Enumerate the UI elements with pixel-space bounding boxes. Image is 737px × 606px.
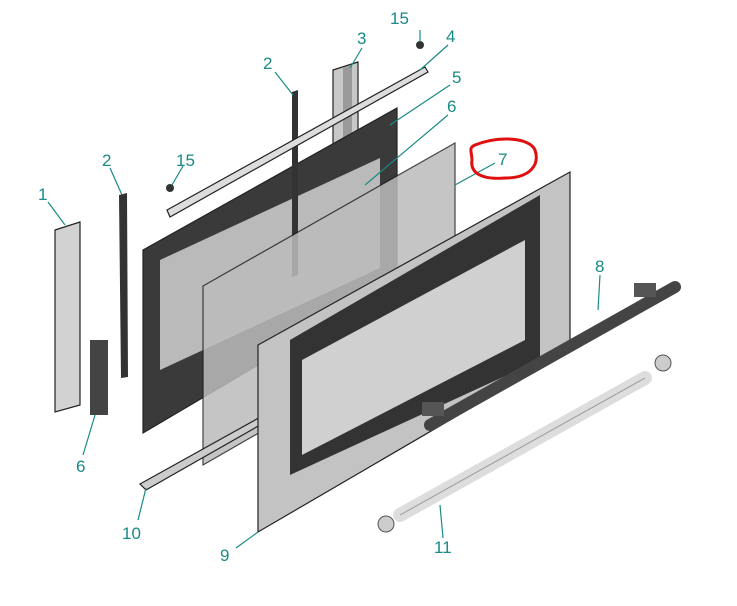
label-6-bottom: 6 <box>76 457 85 476</box>
label-7: 7 <box>498 150 507 169</box>
part-2-seal-back <box>292 90 298 277</box>
leader-lines <box>47 30 601 549</box>
label-10: 10 <box>122 524 141 543</box>
part-4-top-strip <box>166 66 429 218</box>
part-15-screw-a <box>416 41 424 49</box>
label-15-top: 15 <box>390 9 409 28</box>
part-1-hinge <box>54 221 108 415</box>
label-9: 9 <box>220 546 229 565</box>
label-6-top: 6 <box>447 97 456 116</box>
part-9-outer-door <box>257 170 571 534</box>
part-11-rod <box>377 354 672 533</box>
label-11: 11 <box>434 538 452 557</box>
highlight-circle <box>469 137 538 180</box>
part-15-screw-b <box>166 184 174 192</box>
label-8: 8 <box>595 257 604 276</box>
part-2-seal-front <box>119 193 128 378</box>
label-3: 3 <box>357 29 366 48</box>
label-2-left: 2 <box>102 151 111 170</box>
part-8-handle <box>422 281 681 431</box>
label-4: 4 <box>446 27 455 46</box>
label-1: 1 <box>38 185 47 204</box>
label-15-left: 15 <box>176 151 195 170</box>
label-2-top: 2 <box>263 54 272 73</box>
label-5: 5 <box>452 68 461 87</box>
